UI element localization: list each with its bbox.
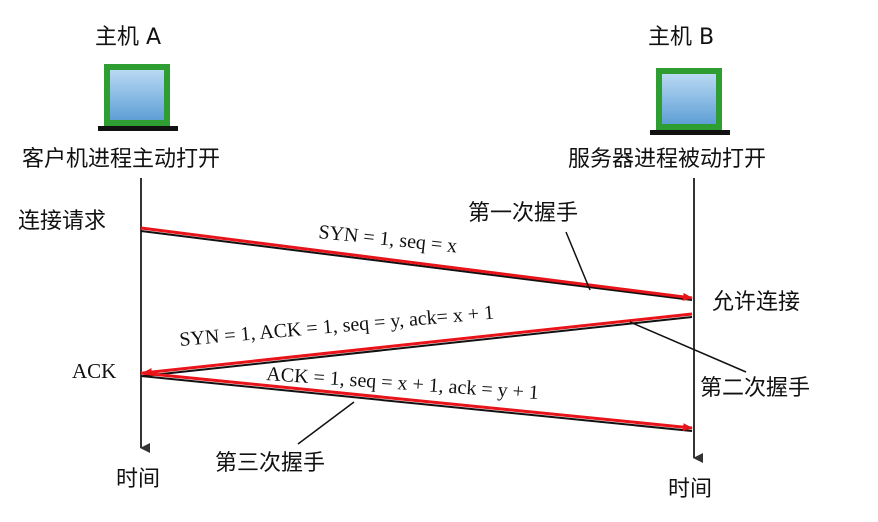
computer-monitor-icon: [650, 68, 730, 135]
handshake-1-label: 第一次握手: [468, 201, 578, 226]
message-1-arrow: [140, 226, 693, 301]
handshake-3-label: 第三次握手: [215, 451, 325, 476]
host-a-name: 主机 A: [95, 25, 161, 50]
timeline-b-label: 时间: [668, 477, 712, 502]
message-2-arrow: [142, 312, 693, 377]
message-3-shadow: [140, 375, 693, 432]
host-b-action: 服务器进程被动打开: [568, 147, 766, 172]
message-2-shadow: [142, 316, 693, 377]
handshake-3-leader: [297, 401, 355, 445]
event-allow-connect: 允许连接: [712, 290, 800, 315]
message-3-arrow: [140, 371, 693, 432]
event-ack: ACK: [72, 359, 116, 383]
host-b-name: 主机 B: [648, 25, 714, 50]
event-connect-request: 连接请求: [18, 209, 106, 234]
computer-monitor-icon: [98, 64, 178, 131]
message-1-shadow: [140, 230, 693, 301]
timeline-a-label: 时间: [116, 467, 160, 492]
host-a-action: 客户机进程主动打开: [22, 147, 220, 172]
handshake-2-label: 第二次握手: [700, 376, 810, 401]
handshake-2-leader: [629, 321, 747, 373]
handshake-1-leader: [565, 231, 591, 291]
